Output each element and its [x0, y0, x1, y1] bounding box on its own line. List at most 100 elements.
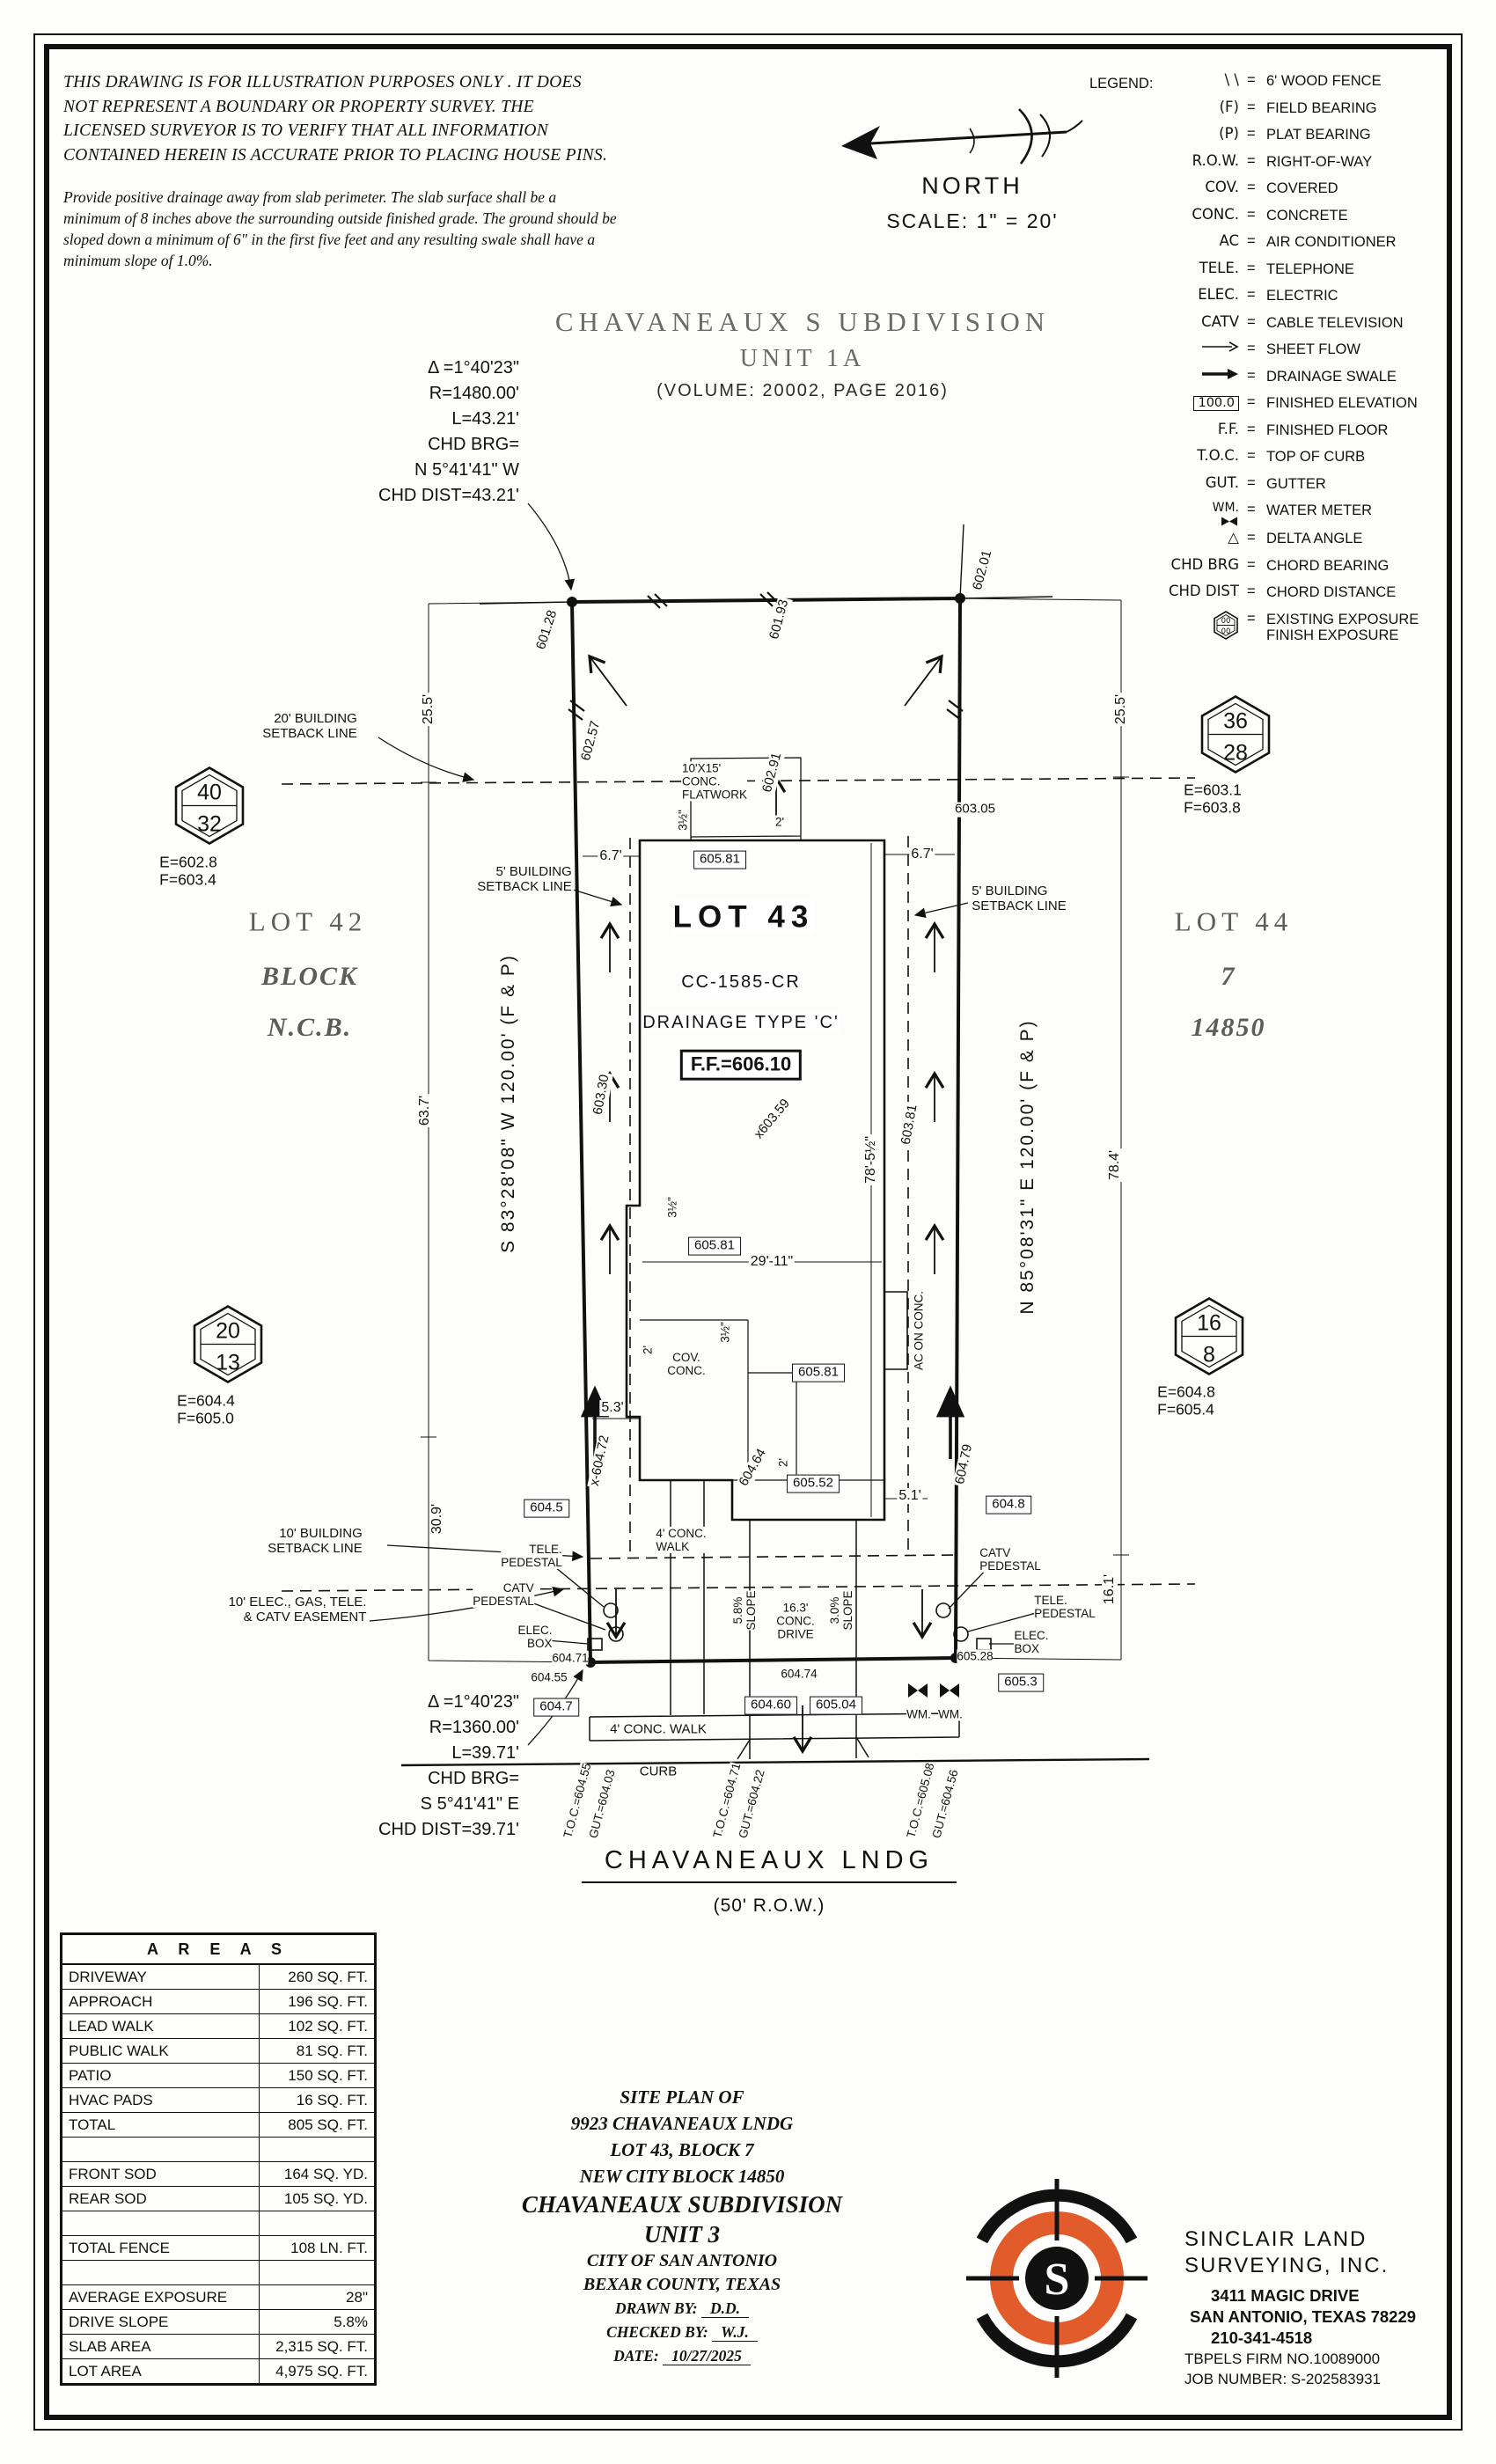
drawing-label: 605.81	[792, 1363, 845, 1382]
drawing-label: CURB	[637, 1764, 679, 1780]
title-subdivision: CHAVANEAUX SUBDIVISION	[521, 2191, 843, 2218]
legend-label: CHORD DISTANCE	[1266, 584, 1397, 600]
surveyor-logo: S	[966, 2179, 1148, 2378]
areas-label: PATIO	[61, 2063, 260, 2088]
equals-sign: =	[1247, 448, 1256, 464]
curve-data-line: CHD DIST=39.71'	[378, 1820, 519, 1839]
equals-sign: =	[1247, 530, 1256, 546]
drawing-label: CATV PEDESTAL	[979, 1545, 1041, 1573]
drawing-label: 604.55	[531, 1670, 568, 1684]
areas-label	[61, 2260, 260, 2285]
areas-label: LEAD WALK	[61, 2013, 260, 2039]
drawing-label: 10' ELEC., GAS, TELE. & CATV EASEMENT	[226, 1595, 369, 1625]
areas-value: 164 SQ. YD.	[258, 2161, 377, 2187]
legend-rows: \ \=6' WOOD FENCE(F)=FIELD BEARING(P)=PL…	[1151, 72, 1477, 644]
equals-sign: =	[1247, 72, 1256, 88]
drawing-label: 605.52	[787, 1474, 840, 1493]
legend-item: WM.=WATER METER	[1151, 502, 1477, 530]
svg-text:8: 8	[1203, 1343, 1215, 1368]
legend-label: CHORD BEARING	[1266, 557, 1390, 574]
curve-data-line: R=1480.00'	[429, 384, 519, 403]
drawing-label: 605.81	[693, 850, 746, 869]
legend-item: CATV=CABLE TELEVISION	[1151, 312, 1477, 341]
drawing-label: CATV PEDESTAL	[473, 1580, 534, 1609]
drawing-label: WM.	[938, 1707, 963, 1721]
equals-sign: =	[1247, 152, 1256, 169]
firm-block: SINCLAIR LAND SURVEYING, INC. 3411 MAGIC…	[1184, 2226, 1457, 2389]
drawing-label: F.F.=606.10	[679, 1049, 803, 1081]
setback-lines	[281, 777, 1196, 1592]
date-row: DATE: 10/27/2025	[458, 2344, 906, 2368]
legend-label: FINISHED ELEVATION	[1266, 395, 1418, 411]
firm-phone: 210-341-4518	[1211, 2328, 1313, 2347]
areas-blank-row	[61, 2137, 377, 2162]
svg-text:32: 32	[197, 812, 222, 837]
areas-label: HVAC PADS	[61, 2087, 260, 2113]
equals-sign: =	[1247, 394, 1256, 410]
curve-data-line: CHD DIST=43.21'	[378, 486, 519, 505]
areas-value: 805 SQ. FT.	[258, 2112, 377, 2138]
drawing-label: LOT 44	[1174, 906, 1294, 937]
street-row-width: (50' R.O.W.)	[713, 1896, 825, 1916]
electric-symbol: ELEC.	[1198, 286, 1239, 303]
cable-television-symbol: CATV	[1201, 312, 1239, 330]
covered-symbol: COV.	[1205, 179, 1239, 195]
legend-item: \ \=6' WOOD FENCE	[1151, 72, 1477, 99]
drawing-label: 604.5	[524, 1499, 569, 1518]
equals-sign: =	[1247, 474, 1256, 491]
drawing-label: 604.71	[552, 1651, 589, 1665]
legend-label: ELECTRIC	[1266, 288, 1338, 304]
concrete-symbol: CONC.	[1192, 205, 1239, 223]
legend-item: TELE.=TELEPHONE	[1151, 260, 1477, 288]
legend-item: △=DELTA ANGLE	[1151, 530, 1477, 557]
drawing-label: N 85°08'31" E 120.00' (F & P)	[1017, 1019, 1038, 1315]
drawing-label: E=604.4 F=605.0	[177, 1391, 235, 1426]
legend-label: CABLE TELEVISION	[1266, 314, 1404, 331]
legend-item: (P)=PLAT BEARING	[1151, 126, 1477, 153]
equals-sign: =	[1247, 99, 1256, 115]
fence-marks	[568, 591, 964, 721]
drawing-label: TELE. PEDESTAL	[1034, 1593, 1096, 1621]
equals-sign: =	[1247, 233, 1256, 249]
sheet-flow-arrow-icon	[1151, 341, 1247, 356]
drawing-label: COV. CONC.	[667, 1350, 706, 1378]
areas-value: 260 SQ. FT.	[258, 1963, 377, 1990]
title-address: 9923 CHAVANEAUX LNDG	[570, 2113, 794, 2134]
drawing-label: LOT 42	[248, 906, 368, 937]
legend-label: WATER METER	[1266, 502, 1373, 518]
legend-title: LEGEND:	[1089, 76, 1154, 92]
legend: LEGEND: \ \=6' WOOD FENCE(F)=FIELD BEARI…	[1089, 72, 1477, 644]
checked-by-value: W.J.	[712, 2323, 758, 2342]
curve-data-line: CHD BRG=	[428, 1769, 519, 1788]
areas-value: 102 SQ. FT.	[258, 2013, 377, 2039]
equals-sign: =	[1247, 206, 1256, 223]
title-lot-block: LOT 43, BLOCK 7	[610, 2139, 754, 2160]
plat-bearing-symbol: (P)	[1219, 125, 1239, 142]
curve-data-line: L=43.21'	[451, 409, 519, 429]
subdivision-volume: (VOLUME: 20002, PAGE 2016)	[656, 381, 949, 400]
scale-label: SCALE: 1" = 20'	[886, 209, 1059, 232]
areas-label: DRIVE SLOPE	[61, 2309, 260, 2335]
curve-data-line: N 5°41'41" W	[414, 460, 519, 480]
drawing-label: 3½"	[718, 1322, 732, 1343]
legend-item: F.F.=FINISHED FLOOR	[1151, 421, 1477, 449]
date-value: 10/27/2025	[663, 2347, 751, 2365]
lead-walk	[670, 1480, 705, 1715]
areas-value	[258, 2137, 377, 2162]
legend-item: GUT.=GUTTER	[1151, 474, 1477, 502]
subdivision-unit: UNIT 1A	[739, 345, 866, 372]
curve-data-line: L=39.71'	[451, 1743, 519, 1763]
telephone-symbol: TELE.	[1199, 259, 1239, 276]
title-ncb: NEW CITY BLOCK 14850	[579, 2166, 785, 2187]
drawing-label: CC-1585-CR	[681, 972, 801, 993]
legend-label: TOP OF CURB	[1266, 449, 1366, 465]
